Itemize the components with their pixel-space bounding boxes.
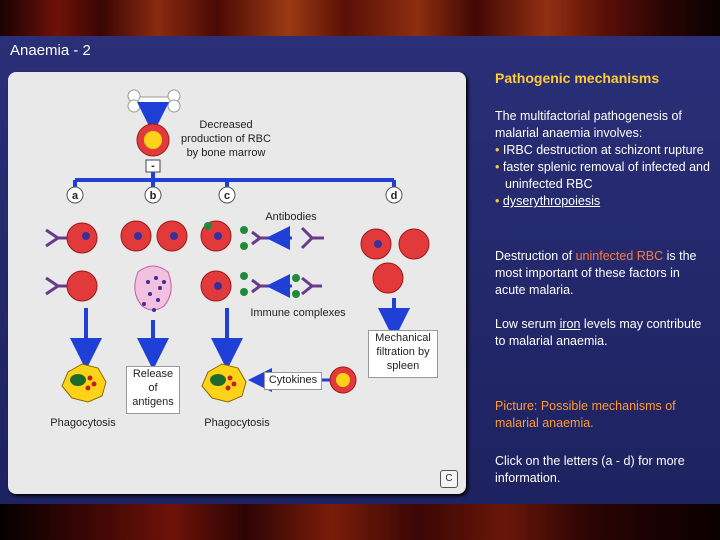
cytokine-source-cell-icon [329, 366, 357, 394]
column-b-cells [120, 220, 188, 312]
antibodies-label: Antibodies [265, 211, 317, 223]
sidebar-heading: Pathogenic mechanisms [495, 70, 660, 86]
letter-b-button[interactable]: b [144, 186, 162, 204]
phagocytosis-right-label: Phagocytosis [204, 417, 270, 429]
macrophage-left-icon [61, 363, 107, 403]
erythroid-precursor-icon [136, 123, 170, 157]
slide-title: Anaemia - 2 [10, 42, 91, 59]
column-a-cells [45, 222, 98, 302]
sidebar-para-uninfected: Destruction of uninfected RBC is the mos… [495, 249, 697, 297]
top-curtain-background [0, 0, 720, 36]
sidebar-bullet-3[interactable]: • dyserythropoiesis [495, 194, 601, 208]
diagram-panel: a b c d [8, 72, 466, 494]
column-d-cells [360, 228, 430, 294]
mechanisms-diagram: a b c d [45, 89, 430, 403]
dyserythropoiesis-link[interactable]: dyserythropoiesis [502, 194, 601, 208]
letter-c-text: c [224, 190, 230, 202]
phagocytosis-left-label: Phagocytosis [50, 417, 116, 429]
column-c-cells [200, 220, 324, 302]
letter-c-button[interactable]: c [218, 186, 236, 204]
decreased-production-label: Decreased production of RBC by bone marr… [181, 119, 271, 159]
bone-marrow-icon [127, 89, 181, 113]
mechanical-filtration-box: Mechanical filtration by spleen [368, 330, 438, 378]
iron-link[interactable]: iron [559, 317, 581, 331]
immune-complexes-label: Immune complexes [250, 307, 346, 319]
letter-d-text: d [391, 190, 398, 202]
macrophage-right-icon [201, 363, 247, 403]
sidebar-bullet-2: • faster splenic removal of infected and… [495, 160, 710, 191]
letter-b-text: b [150, 190, 157, 202]
sidebar-para-iron: Low serum iron levels may contribute to … [495, 317, 702, 348]
bottom-curtain-background [0, 504, 720, 540]
cytokines-box: Cytokines [264, 372, 322, 390]
uninfected-rbc-highlight: uninfected RBC [575, 249, 664, 263]
picture-caption: Picture: Possible mechanisms of malarial… [495, 399, 676, 430]
sidebar-intro: The multifactorial pathogenesis of malar… [495, 109, 682, 140]
release-antigens-box: Release of antigens [126, 366, 180, 414]
copyright-icon[interactable]: C [440, 470, 458, 488]
letters-instruction: Click on the letters (a - d) for more in… [495, 454, 685, 485]
letter-d-button[interactable]: d [385, 186, 403, 204]
sidebar-intro-block: The multifactorial pathogenesis of malar… [495, 108, 710, 210]
minus-sign: - [151, 160, 155, 172]
letter-a-text: a [72, 190, 79, 202]
letter-a-button[interactable]: a [66, 186, 84, 204]
sidebar-bullet-1: • IRBC destruction at schizont rupture [495, 143, 704, 157]
